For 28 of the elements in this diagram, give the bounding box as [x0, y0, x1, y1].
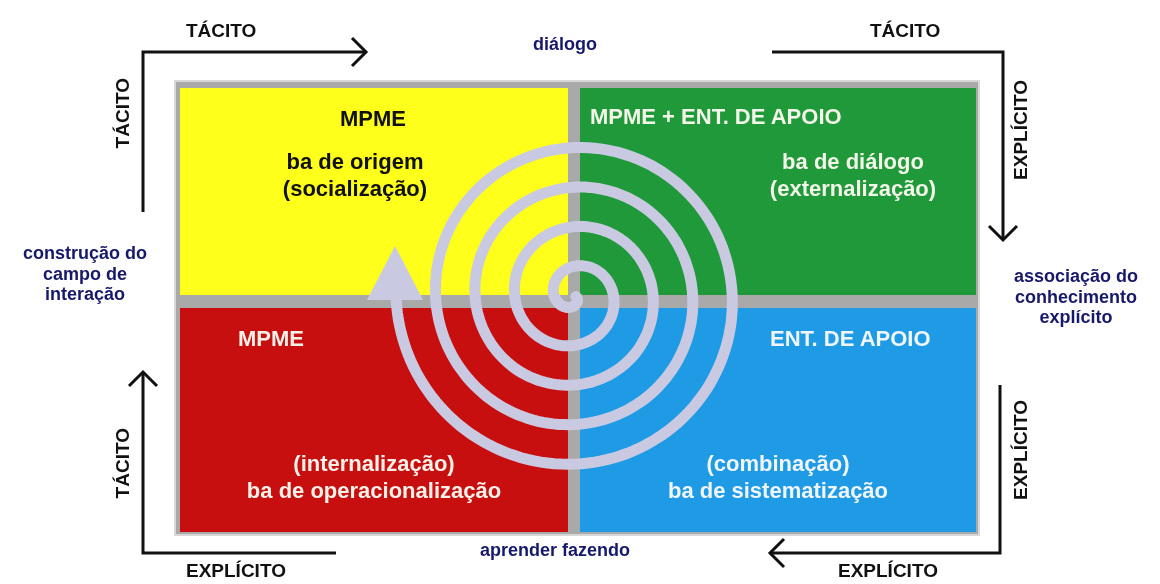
- axis-label: aprender fazendo: [480, 540, 631, 561]
- axis-label: TÁCITO: [870, 20, 941, 42]
- quadrant-text: (internalização): [293, 450, 455, 477]
- quadrant-title: MPME: [340, 106, 406, 132]
- quadrant-text: (externalização): [769, 175, 937, 202]
- quadrant-title: MPME + ENT. DE APOIO: [590, 104, 842, 130]
- quadrant-text: (socialização): [282, 175, 428, 202]
- axis-label: TÁCITO: [112, 428, 134, 499]
- axis-label: construção do campo de interação: [22, 243, 148, 306]
- quadrant-text: ba de operacionalização: [246, 477, 502, 504]
- quadrant-title: ENT. DE APOIO: [770, 326, 931, 352]
- quadrant-text: ba de sistematização: [667, 477, 889, 504]
- axis-label: associação do conhecimento explícito: [1012, 266, 1140, 329]
- axis-label: EXPLÍCITO: [1010, 80, 1032, 180]
- quadrant-panel: [180, 308, 568, 532]
- axis-label: TÁCITO: [112, 78, 134, 149]
- axis-label: EXPLÍCITO: [838, 560, 938, 582]
- axis-label: EXPLÍCITO: [1010, 400, 1032, 500]
- quadrant-panel: [580, 88, 976, 295]
- axis-label: TÁCITO: [186, 20, 257, 42]
- quadrant-text: ba de diálogo: [782, 148, 924, 175]
- quadrant-text: ba de origem: [286, 148, 424, 175]
- quadrant-panel: [580, 308, 976, 532]
- quadrant-text: (combinação): [706, 450, 850, 477]
- quadrant-title: MPME: [238, 326, 304, 352]
- quadrant-panel: [180, 88, 568, 295]
- axis-label: EXPLÍCITO: [186, 560, 286, 582]
- axis-label: diálogo: [533, 34, 597, 55]
